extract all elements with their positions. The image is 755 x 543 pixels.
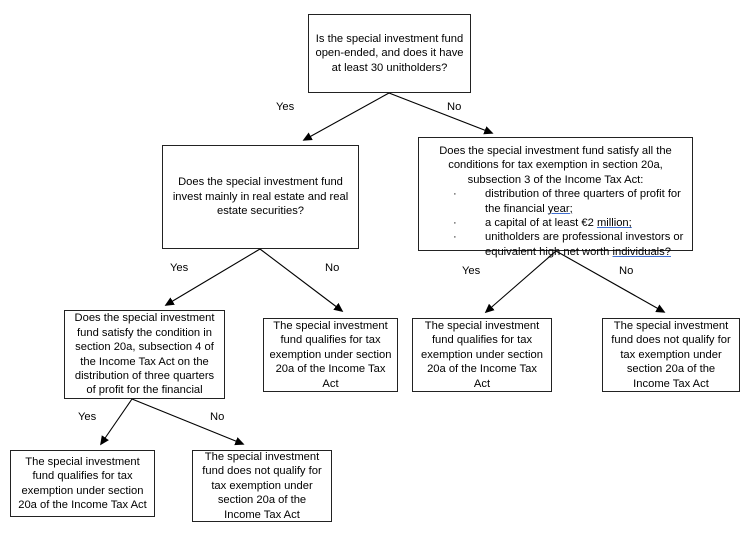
node-root-question[interactable]: Is the special investment fund open-ende… — [308, 14, 471, 93]
conditions-bullet-item: · a capital of at least €2 million; — [427, 216, 684, 230]
conditions-bullet-item: · unitholders are professional investors… — [427, 230, 684, 259]
spellcheck-flagged-word: million; — [596, 217, 632, 230]
node-result-sub4-yes-text: The special investment fund qualifies fo… — [18, 455, 147, 511]
edge-root-yes — [302, 92, 390, 141]
conditions-bullet-item: · distribution of three quarters of prof… — [427, 187, 684, 216]
edge-label-realestate-yes: Yes — [170, 262, 189, 274]
edge-sub4-no — [131, 398, 245, 446]
node-result-sub4-no[interactable]: The special investment fund does not qua… — [192, 450, 332, 522]
node-conditions-question[interactable]: Does the special investment fund satisfy… — [418, 137, 693, 258]
conditions-bullet-text: unitholders are professional investors o… — [485, 231, 684, 258]
node-subsection4-question-text: Does the special investment fund satisfy… — [74, 312, 215, 397]
node-real-estate-question-text: Does the special investment fund invest … — [172, 176, 349, 218]
conditions-bullet-text: a capital of at least €2 — [485, 217, 597, 230]
edge-sub4-yes — [100, 398, 133, 446]
node-result-conditions-yes-text: The special investment fund qualifies fo… — [421, 319, 543, 390]
edge-label-conditions-yes: Yes — [462, 265, 481, 277]
edge-realestate-yes — [164, 248, 261, 306]
node-result-realestate-no-text: The special investment fund qualifies fo… — [269, 319, 392, 390]
node-result-conditions-no-text: The special investment fund does not qua… — [611, 319, 731, 390]
edge-label-sub4-yes: Yes — [78, 411, 97, 423]
node-real-estate-question[interactable]: Does the special investment fund invest … — [162, 145, 359, 249]
edge-label-root-no: No — [447, 101, 462, 113]
node-conditions-intro-text: Does the special investment fund satisfy… — [439, 145, 672, 186]
node-result-sub4-yes[interactable]: The special investment fund qualifies fo… — [10, 450, 155, 517]
bullet-dot-icon: · — [453, 188, 457, 201]
conditions-bullet-text: distribution of three quarters of profit… — [485, 188, 681, 215]
node-subsection4-question[interactable]: Does the special investment fund satisfy… — [64, 310, 225, 399]
node-result-sub4-no-text: The special investment fund does not qua… — [202, 450, 322, 521]
edge-realestate-no — [259, 248, 344, 312]
spellcheck-flagged-word: individuals? — [612, 245, 671, 258]
edge-label-conditions-no: No — [619, 265, 634, 277]
node-result-conditions-yes[interactable]: The special investment fund qualifies fo… — [412, 318, 552, 392]
node-root-question-text: Is the special investment fund open-ende… — [315, 32, 464, 74]
spellcheck-flagged-word: year; — [547, 202, 573, 215]
edge-label-root-yes: Yes — [276, 101, 295, 113]
edge-root-no — [388, 92, 494, 135]
conditions-bullet-list: · distribution of three quarters of prof… — [427, 187, 684, 259]
bullet-dot-icon: · — [453, 231, 457, 244]
edge-conditions-yes — [484, 250, 557, 314]
edge-label-sub4-no: No — [210, 411, 225, 423]
node-result-realestate-no[interactable]: The special investment fund qualifies fo… — [263, 318, 398, 392]
node-result-conditions-no[interactable]: The special investment fund does not qua… — [602, 318, 740, 392]
edge-conditions-no — [555, 250, 666, 313]
bullet-dot-icon: · — [453, 217, 457, 230]
edge-label-realestate-no: No — [325, 262, 340, 274]
